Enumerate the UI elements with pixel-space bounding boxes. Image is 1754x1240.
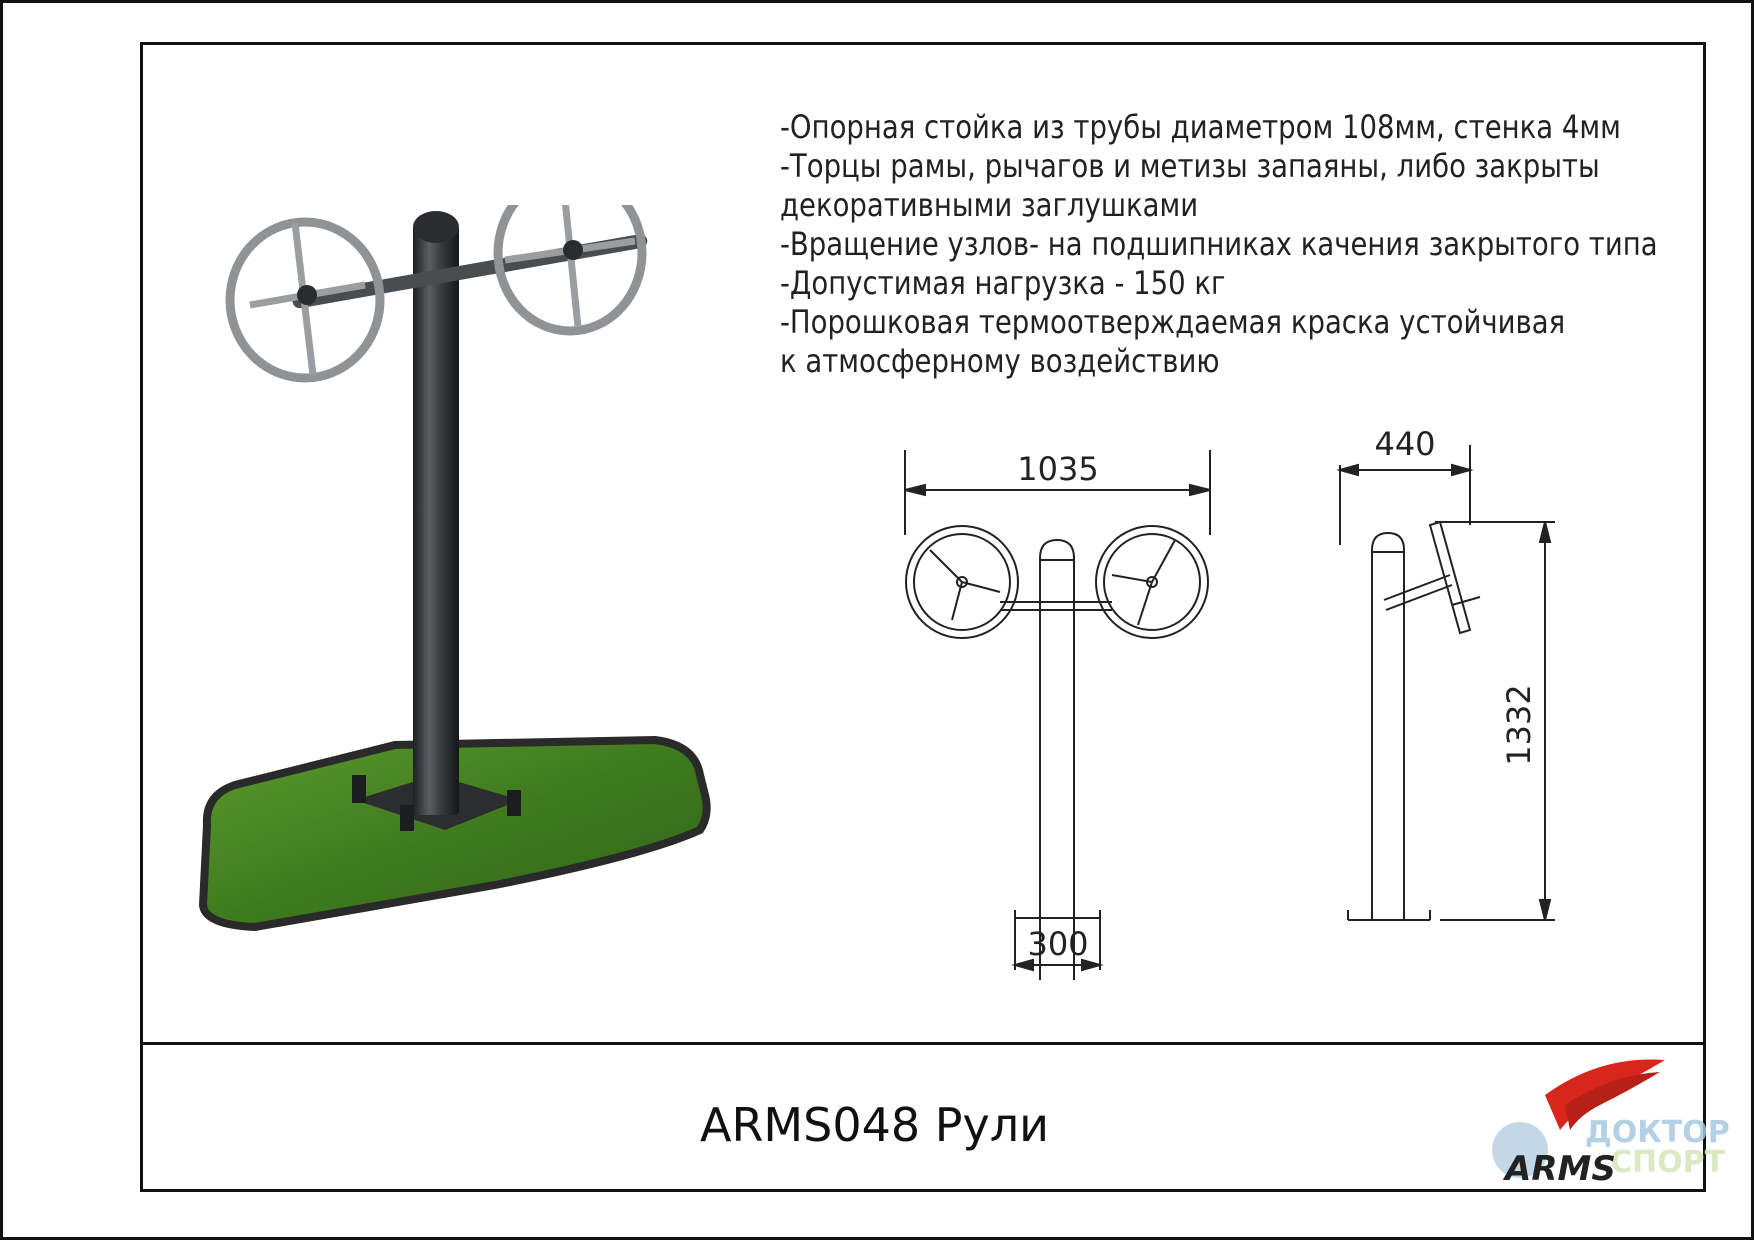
- product-render: [198, 205, 711, 932]
- logo-line2: СПОРТ: [1610, 1145, 1726, 1180]
- spec-line: -Вращение узлов- на подшипниках качения …: [780, 225, 1658, 263]
- height-dimension: 1332: [1500, 684, 1538, 765]
- title-block-divider: [140, 1042, 1706, 1045]
- depth-dimension: 440: [1374, 425, 1435, 463]
- product-title: ARMS048 Рули: [700, 1098, 1049, 1152]
- logo-brand: ARMS: [1502, 1149, 1616, 1189]
- spec-line: декоративными заглушками: [780, 186, 1199, 224]
- grass-base: [198, 735, 711, 932]
- spec-line: -Опорная стойка из трубы диаметром 108мм…: [780, 108, 1621, 146]
- width-dimension: 1035: [1017, 450, 1098, 488]
- drawing-frame: [140, 42, 1706, 1192]
- side-view-drawing: 440 1332: [1336, 425, 1555, 921]
- brand-logo: ДОКТОР СПОРТ ARMS: [1492, 1059, 1730, 1189]
- left-wheel-render: [225, 217, 385, 383]
- front-view-drawing: 1035 300: [904, 450, 1211, 980]
- specs-list: -Опорная стойка из трубы диаметром 108мм…: [780, 108, 1658, 381]
- base-dimension: 300: [1027, 925, 1088, 963]
- logo-line1: ДОКТОР: [1585, 1115, 1730, 1150]
- spec-line: -Порошковая термоотверждаемая краска уст…: [780, 303, 1566, 341]
- post: [413, 225, 459, 815]
- spec-line: -Торцы рамы, рычагов и метизы запаяны, л…: [780, 147, 1600, 185]
- right-wheel-render: [493, 205, 647, 336]
- spec-line: к атмосферному воздействию: [780, 342, 1220, 380]
- spec-line: -Допустимая нагрузка - 150 кг: [780, 264, 1226, 302]
